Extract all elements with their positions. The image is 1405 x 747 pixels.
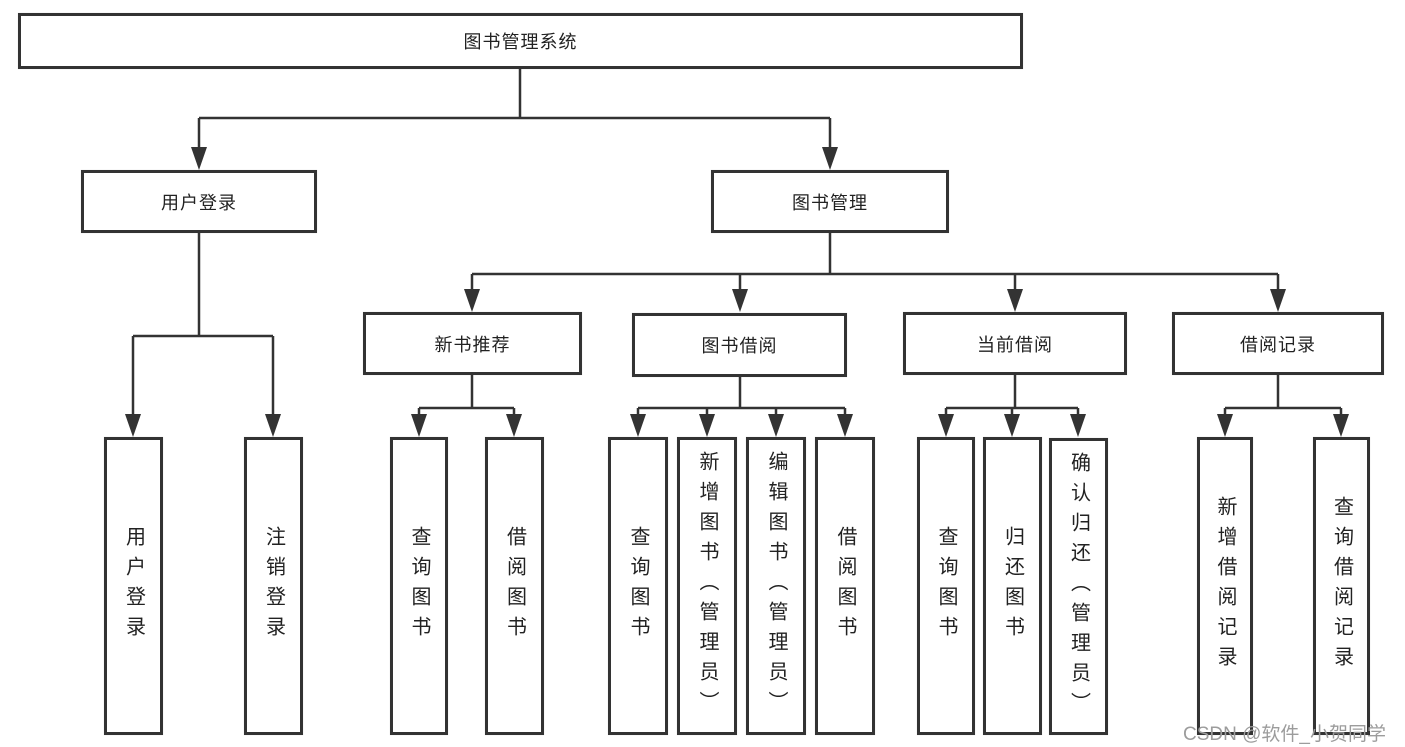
connector-current-borrow-to-leaves bbox=[944, 375, 1080, 416]
node-leaf-user-login: 用户登录 bbox=[104, 437, 163, 735]
node-new-book-rec: 新书推荐 bbox=[363, 312, 582, 375]
csdn-watermark: CSDN @软件_小贺同学 bbox=[1183, 724, 1386, 745]
node-leaf-br-query-record: 查询借阅记录 bbox=[1313, 437, 1370, 735]
node-leaf-nb-borrow-book: 借阅图书 bbox=[485, 437, 544, 735]
connector-root-to-level2 bbox=[197, 69, 832, 149]
arrowhead bbox=[938, 414, 954, 437]
arrowhead bbox=[1004, 414, 1020, 437]
node-book-borrow: 图书借阅 bbox=[632, 313, 847, 377]
node-leaf-logout: 注销登录 bbox=[244, 437, 303, 735]
connector-book-mgmt-to-level3 bbox=[470, 233, 1280, 291]
arrowhead bbox=[837, 414, 853, 437]
arrowhead bbox=[1070, 414, 1086, 437]
arrowhead bbox=[125, 414, 141, 437]
node-leaf-bb-borrow-book: 借阅图书 bbox=[815, 437, 875, 735]
connector-borrow-record-to-leaves bbox=[1223, 375, 1343, 416]
arrowheads bbox=[125, 147, 1349, 437]
arrowhead bbox=[630, 414, 646, 437]
arrowhead bbox=[411, 414, 427, 437]
connector-new-book-rec-to-leaves bbox=[417, 375, 516, 416]
node-borrow-record: 借阅记录 bbox=[1172, 312, 1384, 375]
arrowhead bbox=[768, 414, 784, 437]
node-leaf-cb-confirm-return: 确认归还（管理员） bbox=[1049, 438, 1108, 735]
node-leaf-br-add-record: 新增借阅记录 bbox=[1197, 437, 1253, 735]
arrowhead bbox=[1333, 414, 1349, 437]
arrowhead bbox=[265, 414, 281, 437]
arrowhead bbox=[699, 414, 715, 437]
node-user-login: 用户登录 bbox=[81, 170, 317, 233]
arrowhead bbox=[1007, 289, 1023, 312]
connector-user-login-to-leaves bbox=[131, 233, 275, 416]
node-leaf-bb-add-book: 新增图书（管理员） bbox=[677, 437, 737, 735]
node-book-mgmt: 图书管理 bbox=[711, 170, 949, 233]
node-leaf-nb-query-book: 查询图书 bbox=[390, 437, 448, 735]
arrowhead bbox=[506, 414, 522, 437]
arrowhead bbox=[1270, 289, 1286, 312]
arrowhead bbox=[191, 147, 207, 170]
arrowhead bbox=[464, 289, 480, 312]
connector-book-borrow-to-leaves bbox=[636, 377, 847, 416]
node-leaf-bb-query-book: 查询图书 bbox=[608, 437, 668, 735]
node-current-borrow: 当前借阅 bbox=[903, 312, 1127, 375]
node-root: 图书管理系统 bbox=[18, 13, 1023, 69]
node-leaf-bb-edit-book: 编辑图书（管理员） bbox=[746, 437, 806, 735]
arrowhead bbox=[732, 289, 748, 312]
arrowhead bbox=[1217, 414, 1233, 437]
node-leaf-cb-return-book: 归还图书 bbox=[983, 437, 1042, 735]
arrowhead bbox=[822, 147, 838, 170]
node-leaf-cb-query-book: 查询图书 bbox=[917, 437, 975, 735]
